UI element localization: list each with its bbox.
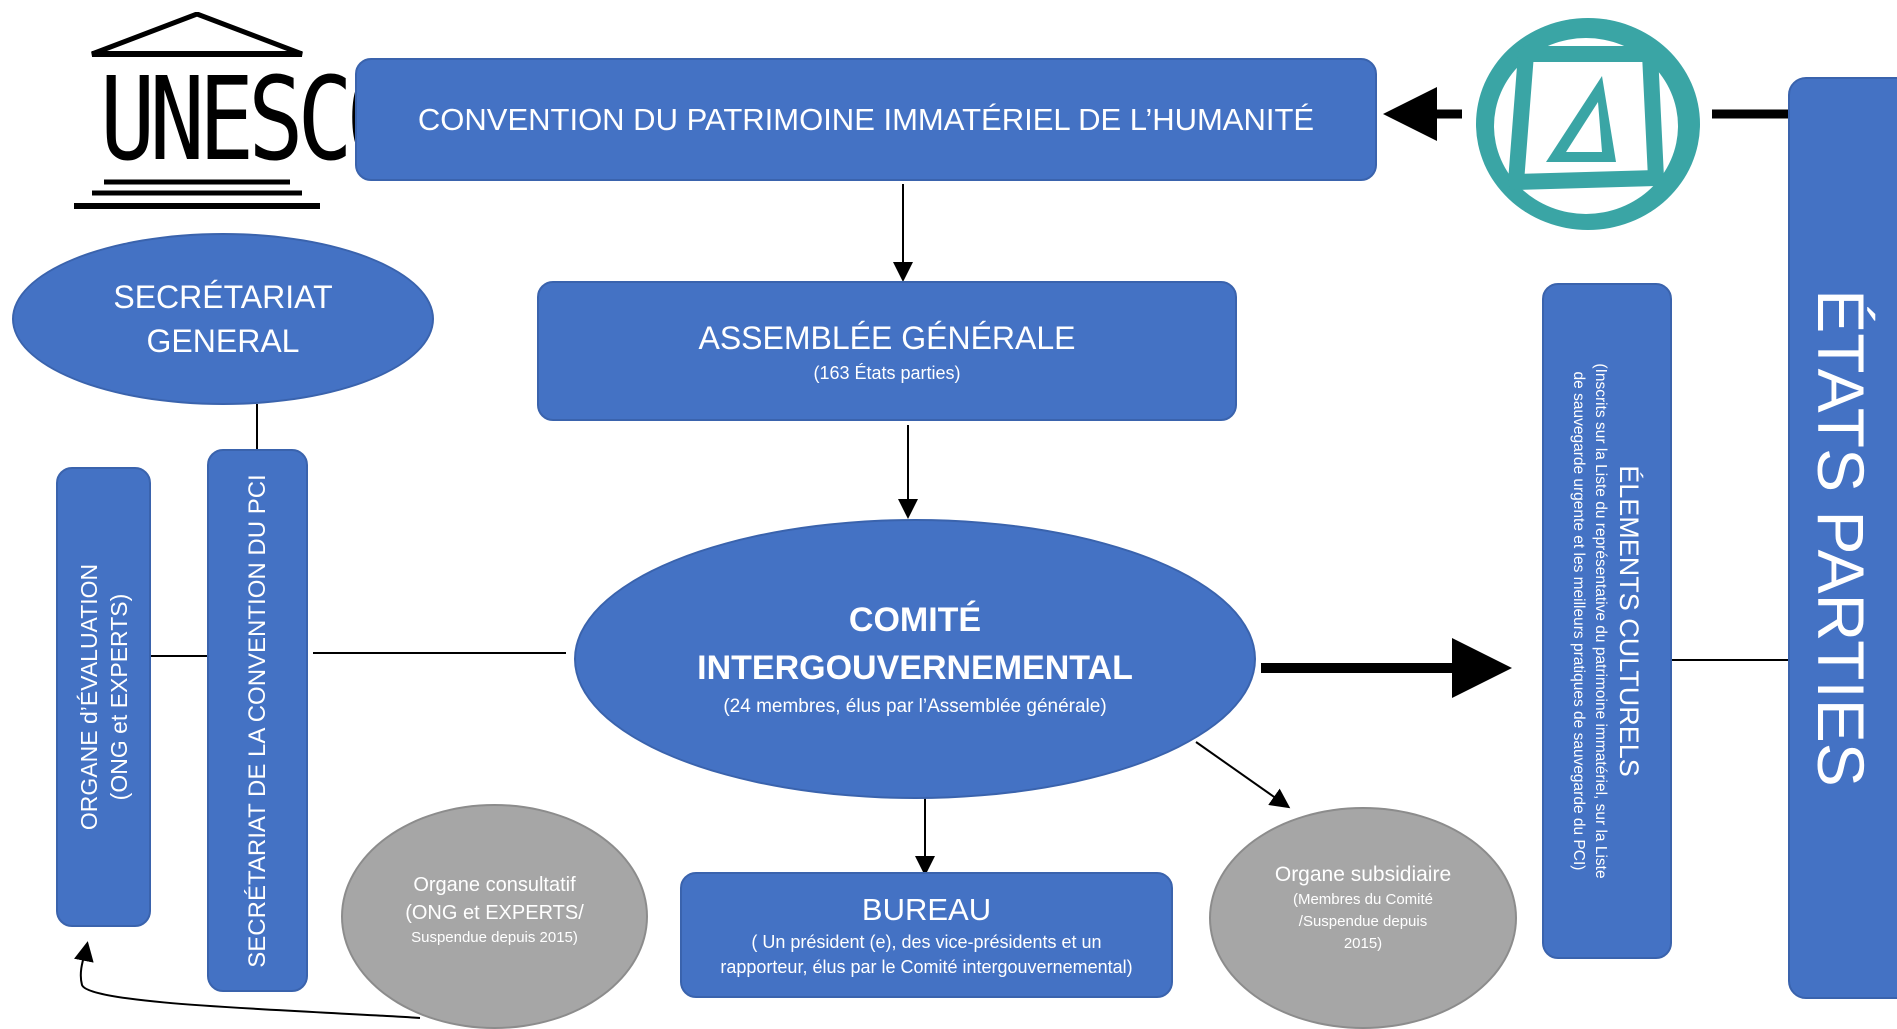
unesco-logo-text: UNESCO bbox=[100, 52, 402, 187]
bureau-line2: rapporteur, élus par le Comité intergouv… bbox=[720, 957, 1133, 977]
elements-culturels-title: ÉLEMENTS CULTURELS bbox=[1614, 465, 1644, 777]
elements-culturels-text: ÉLEMENTS CULTURELS (Inscrits sur la List… bbox=[1567, 363, 1647, 878]
comite-subtitle: (24 membres, élus par l’Assemblée généra… bbox=[723, 696, 1107, 717]
organe-subsidiaire-line3: /Suspendue depuis bbox=[1298, 913, 1428, 930]
assemblee-subtitle: (163 États parties) bbox=[813, 363, 961, 383]
etats-parties-title: ÉTATS PARTIES bbox=[1804, 289, 1878, 787]
organe-consultatif-node[interactable]: Organe consultatif (ONG et EXPERTS/ Susp… bbox=[341, 804, 648, 1029]
bureau-title: BUREAU bbox=[861, 892, 992, 927]
organe-evaluation-text: ORGANE d’ÉVALUATION (ONG et EXPERTS) bbox=[74, 564, 134, 830]
etats-parties-box[interactable]: ÉTATS PARTIES bbox=[1788, 77, 1897, 999]
organe-consultatif-line3: Suspendue depuis 2015) bbox=[411, 928, 578, 946]
secretariat-general-line2: GENERAL bbox=[146, 323, 300, 359]
organe-evaluation-line2: (ONG et EXPERTS) bbox=[105, 593, 132, 801]
unesco-temple-icon bbox=[74, 12, 320, 209]
bureau-line1: ( Un président (e), des vice-présidents … bbox=[751, 932, 1102, 952]
elements-culturels-box[interactable]: ÉLEMENTS CULTURELS (Inscrits sur la List… bbox=[1542, 283, 1672, 959]
bureau-box[interactable]: BUREAU ( Un président (e), des vice-prés… bbox=[680, 872, 1173, 998]
arrow-comite-to-subsidiaire bbox=[1195, 741, 1291, 809]
comite-intergouvernemental-node[interactable]: COMITÉ INTERGOUVERNEMENTAL (24 membres, … bbox=[574, 519, 1256, 799]
assemblee-generale-box[interactable]: ASSEMBLÉE GÉNÉRALE (163 États parties) bbox=[537, 281, 1237, 421]
secretariat-convention-box[interactable]: SECRÉTARIAT DE LA CONVENTION DU PCI bbox=[207, 449, 308, 992]
organe-consultatif-line2: (ONG et EXPERTS/ bbox=[405, 901, 584, 924]
organe-subsidiaire-node[interactable]: Organe subsidiaire (Membres du Comité /S… bbox=[1209, 807, 1517, 1029]
comite-line2: INTERGOUVERNEMENTAL bbox=[697, 649, 1133, 687]
convention-title: CONVENTION DU PATRIMOINE IMMATÉRIEL DE L… bbox=[417, 101, 1315, 137]
secretariat-convention-title: SECRÉTARIAT DE LA CONVENTION DU PCI bbox=[243, 473, 271, 968]
secretariat-general-line1: SECRÉTARIAT bbox=[113, 279, 333, 315]
organe-consultatif-line1: Organe consultatif bbox=[413, 873, 576, 896]
organe-evaluation-box[interactable]: ORGANE d’ÉVALUATION (ONG et EXPERTS) bbox=[56, 467, 151, 927]
organe-subsidiaire-line4: 2015) bbox=[1343, 935, 1383, 952]
secretariat-general-node[interactable]: SECRÉTARIAT GENERAL bbox=[12, 233, 434, 405]
comite-line1: COMITÉ bbox=[848, 601, 982, 639]
organe-subsidiaire-line2: (Membres du Comité bbox=[1292, 891, 1434, 908]
arrow-consultatif-to-evaluation bbox=[74, 941, 421, 1019]
organe-subsidiaire-line1: Organe subsidiaire bbox=[1274, 863, 1452, 886]
elements-culturels-line1: (Inscrits sur la Liste du représentative… bbox=[1592, 363, 1609, 879]
unesco-logo: UNESCO bbox=[70, 12, 402, 210]
organe-evaluation-line1: ORGANE d’ÉVALUATION bbox=[75, 563, 102, 831]
ich-logo-icon bbox=[1462, 2, 1712, 242]
assemblee-title: ASSEMBLÉE GÉNÉRALE bbox=[698, 320, 1076, 356]
elements-culturels-line2: de sauvegarde urgente et les meilleurs p… bbox=[1570, 371, 1587, 871]
convention-box[interactable]: CONVENTION DU PATRIMOINE IMMATÉRIEL DE L… bbox=[355, 58, 1377, 181]
